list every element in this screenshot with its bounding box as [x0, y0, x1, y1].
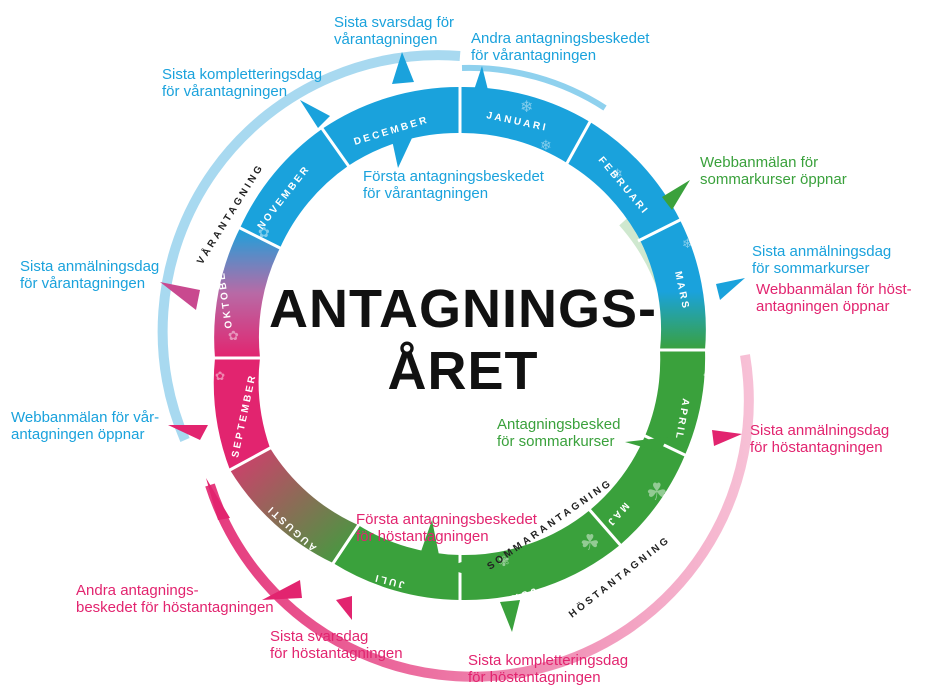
- annotation-line: för höstantagningen: [270, 645, 403, 662]
- butterfly-icon: ✾: [498, 554, 510, 570]
- annotation-line: Andra antagningsbeskedet: [471, 30, 650, 47]
- annotation-last-apply-summer: Sista anmälningsdag för sommarkurser: [752, 243, 891, 277]
- annotation-line: för vårantagningen: [471, 47, 597, 64]
- snowflake-icon: ❄: [520, 97, 533, 116]
- page-title-line1: ANTAGNINGS-: [269, 279, 657, 339]
- annotation-last-apply-autumn: Sista anmälningsdag för höstantagningen: [750, 422, 889, 456]
- annotation-web-spring-open: Webbanmälan för vår- antagningen öppnar: [11, 409, 159, 443]
- clover-icon: ☘: [646, 478, 668, 506]
- annotation-summer-result: Antagningsbesked för sommarkurser: [497, 416, 620, 450]
- annotation-second-result-autumn: Andra antagnings- beskedet för höstantag…: [76, 582, 274, 616]
- annotation-last-reply-spring: Sista svarsdag för vårantagningen: [334, 14, 454, 48]
- svg-text:❄: ❄: [520, 97, 533, 116]
- svg-text:❄: ❄: [682, 237, 693, 252]
- annotation-line: Sista svarsdag: [270, 628, 369, 645]
- annotation-line: Sista kompletteringsdag: [162, 66, 323, 83]
- annotation-last-completion-spring: Sista kompletteringsdag för vårantagning…: [162, 66, 322, 100]
- segment-februari: [567, 122, 680, 240]
- snowflake-icon: ❄: [682, 237, 693, 252]
- annotation-line: Webbanmälan för: [700, 154, 819, 171]
- annotation-line: Första antagningsbeskedet: [363, 168, 544, 185]
- annotation-line: sommarkurser öppnar: [700, 171, 847, 188]
- butterfly-icon: ✾: [560, 580, 572, 596]
- annotation-line: för sommarkurser: [497, 433, 615, 450]
- svg-text:✿: ✿: [228, 329, 239, 344]
- segment-januari: [460, 86, 590, 163]
- annotation-line: Sista kompletteringsdag: [468, 652, 629, 669]
- segment-april: [645, 350, 706, 455]
- annotation-line: Webbanmälan för höst-: [756, 281, 912, 298]
- clover-icon: ☘: [702, 363, 720, 387]
- annotation-web-summer-open: Webbanmälan för sommarkurser öppnar: [700, 154, 847, 188]
- svg-text:☘: ☘: [702, 363, 720, 387]
- annotation-last-completion-autumn: Sista kompletteringsdag för höstantagnin…: [468, 652, 628, 686]
- annotation-first-result-spring: Första antagningsbeskedet för vårantagni…: [363, 168, 544, 202]
- segment-maj: [590, 436, 685, 545]
- annotation-line: Antagningsbesked: [497, 416, 621, 433]
- leaf-icon: ✿: [228, 329, 239, 344]
- summer-arrow: [445, 559, 470, 575]
- svg-text:✿: ✿: [215, 369, 225, 383]
- segment-november: [240, 129, 348, 248]
- svg-text:✾: ✾: [560, 580, 572, 596]
- segment-september: [213, 358, 270, 470]
- annotation-line: Webbanmälan för vår-: [11, 409, 160, 426]
- annotation-line: Första antagningsbeskedet: [356, 511, 537, 528]
- snowflake-icon: ❄: [540, 138, 552, 154]
- spring-band-blue-arc: [461, 64, 607, 111]
- segment-augusti: [230, 448, 358, 563]
- annotation-line: Sista anmälningsdag: [752, 243, 892, 260]
- svg-text:☘: ☘: [646, 478, 668, 506]
- leaf-icon: ✿: [215, 369, 225, 383]
- annotation-line: för höstantagningen: [356, 528, 489, 545]
- annotation-line: Andra antagnings-: [76, 582, 199, 599]
- segment-juni: [460, 510, 620, 601]
- annotation-pointers: [160, 52, 745, 632]
- annotation-line: antagningen öppnar: [756, 298, 890, 315]
- annotation-line: antagningen öppnar: [11, 426, 145, 443]
- segment-mars: [640, 220, 706, 350]
- spring-band: [157, 50, 461, 442]
- svg-text:✾: ✾: [340, 575, 353, 594]
- annotation-line: Sista anmälningsdag: [750, 422, 890, 439]
- annotation-line: för vårantagningen: [162, 83, 288, 100]
- svg-text:☘: ☘: [580, 531, 600, 556]
- annotation-last-reply-autumn: Sista svarsdag för höstantagningen: [270, 628, 403, 662]
- annotation-line: för vårantagningen: [363, 185, 489, 202]
- annotation-line: för sommarkurser: [752, 260, 870, 277]
- annotation-line: vårantagningen: [334, 31, 438, 48]
- annotation-line: för höstantagningen: [750, 439, 883, 456]
- snowflake-icon: ❄: [612, 167, 623, 182]
- clover-icon: ☘: [580, 531, 600, 556]
- annotation-web-autumn-open: Webbanmälan för höst- antagningen öppnar: [756, 281, 912, 315]
- segment-juli: [333, 525, 460, 600]
- annotation-second-result-spring: Andra antagningsbeskedet för vårantagnin…: [471, 30, 649, 64]
- svg-text:❄: ❄: [540, 138, 552, 154]
- annotation-line: Sista svarsdag för: [334, 14, 455, 31]
- segment-oktober: [214, 228, 280, 358]
- page-title-line2: ÅRET: [387, 341, 539, 401]
- annotation-line: beskedet för höstantagningen: [76, 599, 274, 616]
- annotation-line: för höstantagningen: [468, 669, 601, 686]
- svg-text:✾: ✾: [498, 554, 510, 570]
- annotation-first-result-autumn: Första antagningsbeskedet för höstantagn…: [356, 511, 537, 545]
- leaf-icon: ✿: [258, 225, 270, 241]
- annotation-line: för vårantagningen: [20, 275, 146, 292]
- butterfly-icon: ✾: [340, 575, 353, 594]
- svg-text:✿: ✿: [258, 225, 270, 241]
- svg-text:❄: ❄: [612, 167, 623, 182]
- annotation-last-apply-spring: Sista anmälningsdag för vårantagningen: [20, 258, 159, 292]
- annotation-line: Sista anmälningsdag: [20, 258, 160, 275]
- segment-december: [322, 86, 460, 166]
